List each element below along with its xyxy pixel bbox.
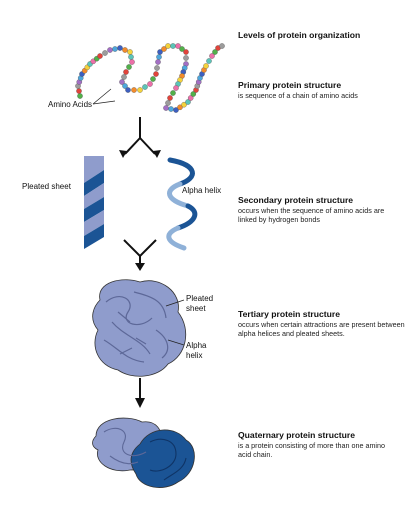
amino-acid-bead xyxy=(150,76,156,82)
amino-acid-bead xyxy=(127,49,133,55)
amino-acid-bead xyxy=(147,81,153,87)
amino-acid-bead xyxy=(167,95,173,101)
amino-acid-bead xyxy=(153,71,159,77)
amino-acid-bead xyxy=(190,91,197,97)
amino-acid-bead xyxy=(183,49,189,55)
amino-acid-bead xyxy=(203,63,209,69)
amino-acid-bead xyxy=(175,43,181,49)
primary-description: is sequence of a chain of amino acids xyxy=(238,91,358,100)
amino-acid-bead xyxy=(128,54,134,60)
amino-acid-bead xyxy=(157,49,163,55)
tertiary-pointers xyxy=(165,299,185,346)
alpha-helix xyxy=(166,157,198,251)
amino-acid-bead xyxy=(112,46,118,52)
split-arrowhead-left xyxy=(119,150,127,158)
tertiary-alpha-helix-label: Alpha helix xyxy=(186,341,207,360)
amino-acid-bead xyxy=(179,46,185,52)
amino-acid-bead xyxy=(206,58,212,64)
secondary-description: occurs when the sequence of amino acids … xyxy=(238,206,385,224)
secondary-heading: Secondary protein structure xyxy=(238,195,354,205)
amino-acid-bead xyxy=(142,84,148,90)
amino-acid-bead xyxy=(122,83,128,89)
amino-acid-bead xyxy=(165,43,171,49)
amino-acid-bead xyxy=(137,87,143,93)
tertiary-pleated-sheet-label: Pleated sheet xyxy=(186,294,214,313)
amino-acid-bead xyxy=(129,59,135,65)
amino-acid-bead xyxy=(209,53,215,59)
amino-acid-bead xyxy=(161,46,167,52)
amino-acid-bead xyxy=(131,87,137,93)
amino-acid-bead xyxy=(126,64,132,70)
amino-acid-bead xyxy=(123,69,129,75)
amino-acid-bead xyxy=(122,47,128,53)
alpha-helix-label: Alpha helix xyxy=(182,186,222,195)
amino-acid-bead xyxy=(155,59,161,65)
amino-acid-bead xyxy=(177,104,183,111)
amino-acid-bead xyxy=(125,87,131,93)
pleated-sheet-label: Pleated sheet xyxy=(22,182,71,191)
amino-acid-bead xyxy=(183,55,189,61)
amino-acid-bead xyxy=(119,79,125,85)
page-title: Levels of protein organization xyxy=(238,30,361,40)
merge-arrowhead xyxy=(135,263,145,271)
amino-acid-bead xyxy=(168,106,174,112)
amino-acid-bead xyxy=(76,88,82,94)
amino-acid-bead xyxy=(117,45,123,51)
amino-acid-bead xyxy=(173,107,179,113)
amino-acid-bead xyxy=(77,93,83,99)
amino-acid-bead xyxy=(102,50,108,56)
tertiary-protein xyxy=(92,279,187,377)
amino-acid-chain xyxy=(75,43,225,113)
quaternary-description: is a protein consisting of more than one… xyxy=(238,441,386,459)
tertiary-description: occurs when certain attractions are pres… xyxy=(238,320,405,338)
split-arrow xyxy=(124,117,156,155)
split-arrowhead-right xyxy=(153,150,161,158)
amino-acid-bead xyxy=(163,105,169,111)
quaternary-heading: Quaternary protein structure xyxy=(238,430,355,440)
amino-acid-bead xyxy=(181,101,187,108)
amino-acid-bead xyxy=(173,85,179,91)
amino-acid-bead xyxy=(154,65,160,71)
amino-acid-bead xyxy=(212,49,218,55)
amino-acid-bead xyxy=(219,43,225,49)
amino-acid-bead xyxy=(185,99,191,105)
amino-acid-bead xyxy=(165,100,171,106)
primary-heading: Primary protein structure xyxy=(238,80,342,90)
amino-acid-bead xyxy=(170,43,176,49)
pleated-sheet xyxy=(84,156,104,249)
amino-acid-bead xyxy=(170,90,176,96)
merge-arrow xyxy=(123,239,157,264)
amino-acid-bead xyxy=(121,74,127,80)
amino-acids-label: Amino Acids xyxy=(48,100,93,109)
tertiary-heading: Tertiary protein structure xyxy=(238,309,341,319)
amino-acid-bead xyxy=(107,47,113,53)
amino-acid-bead xyxy=(187,95,194,101)
down-arrowhead xyxy=(135,398,145,408)
amino-acid-bead xyxy=(97,53,103,59)
amino-acids-pointer xyxy=(92,88,116,105)
quaternary-protein xyxy=(92,417,195,488)
amino-acid-bead xyxy=(156,54,162,60)
